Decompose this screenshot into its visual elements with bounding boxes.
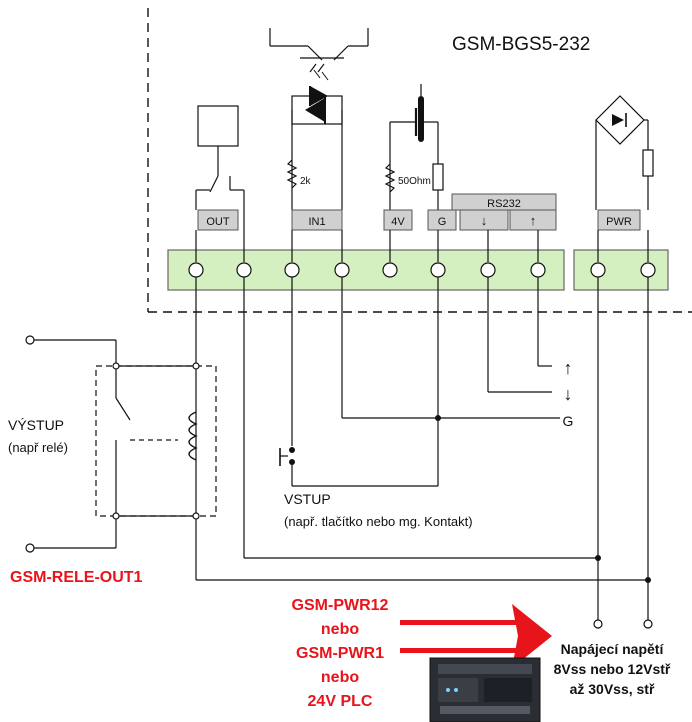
open-terminals (593, 619, 653, 629)
relay-open-terminals (25, 335, 200, 553)
external-wires (195, 277, 649, 620)
out-relay-contact (195, 105, 245, 210)
output-subtitle: (např relé) (8, 440, 68, 455)
plc-image (429, 657, 541, 722)
capacitor-icon (389, 84, 439, 210)
push-button-icon (279, 447, 295, 466)
ext-rx-arrow-icon: ↓ (564, 384, 573, 404)
terminal-labels: OUT IN1 4V RS232 G ↓ ↑ PWR (197, 193, 641, 231)
ext-tx-arrow-icon: ↑ (564, 358, 573, 378)
terminal-rs232-label: RS232 (487, 198, 521, 210)
optocoupler-transistor-icon (269, 28, 369, 73)
screw-terminals (188, 262, 656, 278)
output-title: VÝSTUP (8, 417, 64, 433)
tx-arrow-icon: ↑ (530, 213, 537, 228)
power-note-line2: 8Vss nebo 12Vstř (554, 661, 671, 677)
power-options: GSM-PWR12 nebo GSM-PWR1 nebo 24V PLC (292, 597, 389, 710)
internal-wires (195, 210, 649, 262)
device-boundary (147, 8, 692, 313)
terminal-4v-label: 4V (391, 216, 405, 228)
relay-coil-icon (188, 411, 198, 461)
power-note-line1: Napájecí napětí (561, 641, 665, 657)
terminal-g-label: G (438, 216, 447, 228)
input-subtitle: (např. tlačítko nebo mg. Kontakt) (284, 514, 473, 529)
power-option-1: GSM-PWR12 (292, 597, 389, 614)
fuse-pwr-icon (642, 149, 654, 177)
rx-arrow-icon: ↓ (481, 213, 488, 228)
terminal-out-label: OUT (206, 216, 230, 228)
resistor-50ohm-label: 50Ohm (398, 176, 431, 187)
terminal-in1-label: IN1 (308, 216, 325, 228)
power-option-3: GSM-PWR1 (296, 645, 384, 662)
relay-module-boundary (95, 365, 217, 517)
red-arrow-icon (400, 604, 552, 668)
ext-g-label: G (563, 413, 574, 429)
power-option-4: nebo (321, 669, 359, 686)
resistor-2k-icon (286, 159, 298, 189)
power-note: Napájecí napětí 8Vss nebo 12Vstř až 30Vs… (554, 641, 671, 697)
in1-led-icon (291, 69, 343, 210)
terminal-pwr-label: PWR (606, 216, 632, 228)
bridge-rectifier-icon (595, 95, 649, 210)
relay-module-label: GSM-RELE-OUT1 (10, 569, 143, 586)
junction-dots (435, 415, 651, 583)
terminal-block-main (167, 249, 565, 291)
power-option-2: nebo (321, 621, 359, 638)
power-option-5: 24V PLC (308, 693, 373, 710)
fuse-icon (432, 163, 444, 191)
resistor-2k-label: 2k (300, 176, 312, 187)
input-title: VSTUP (284, 491, 331, 507)
power-note-line3: až 30Vss, stř (570, 681, 655, 697)
device-label: GSM-BGS5-232 (452, 34, 590, 55)
resistor-50ohm-icon (384, 163, 396, 193)
